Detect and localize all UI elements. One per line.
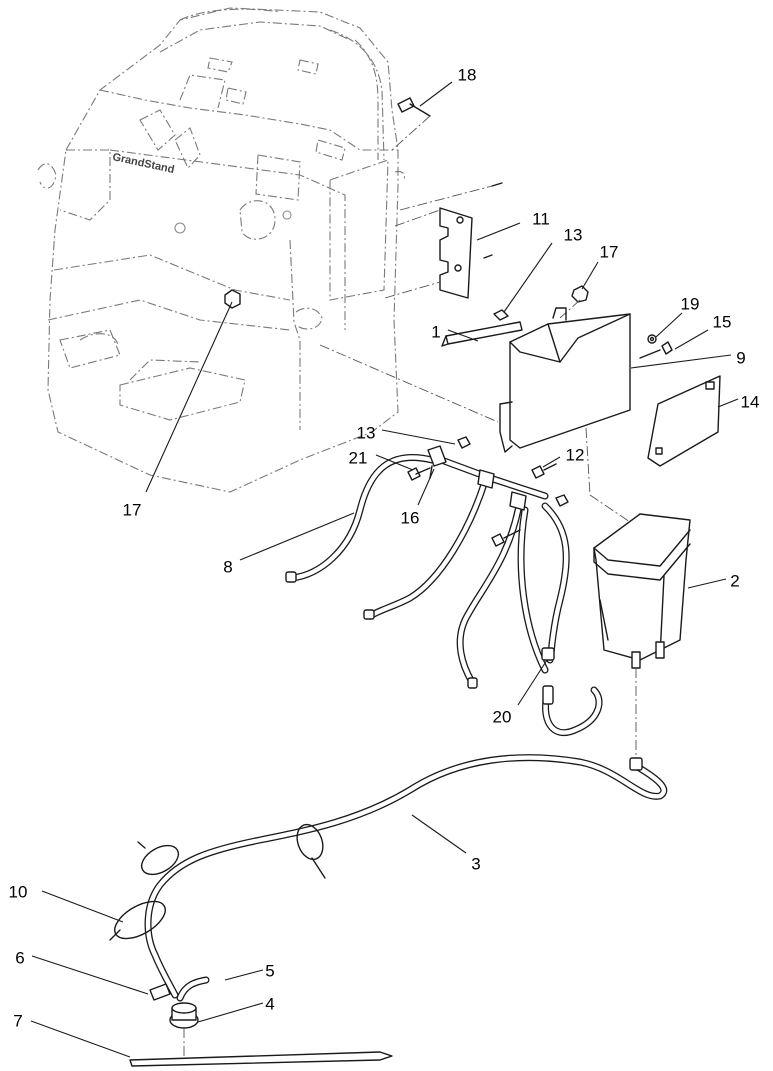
part-15-bolt bbox=[639, 341, 673, 359]
callout-leader-8 bbox=[239, 512, 355, 561]
callout-label-3: 3 bbox=[471, 854, 480, 873]
callout-leader-6 bbox=[31, 955, 149, 995]
part-19-washer bbox=[647, 334, 657, 344]
callout-leader-5 bbox=[224, 969, 264, 981]
callout-leader-14 bbox=[717, 398, 739, 408]
callout-label-7: 7 bbox=[13, 1011, 22, 1030]
callout-leader-17 bbox=[581, 261, 599, 290]
callout-leader-7 bbox=[30, 1020, 131, 1058]
callout-leader-10 bbox=[41, 890, 124, 923]
callout-leader-3 bbox=[411, 814, 467, 854]
callout-label-13: 13 bbox=[564, 225, 583, 244]
part-12-bolt bbox=[491, 463, 557, 547]
callout-leader-11 bbox=[476, 222, 521, 241]
callout-layer: 18 11 13 17 1 19 159 14 17 13 21 12 16 8 2 20 3 10 6 5 4 7 bbox=[9, 65, 760, 1058]
callout-label-16: 16 bbox=[401, 508, 420, 527]
callout-label-19: 19 bbox=[681, 294, 700, 313]
callout-label-11: 11 bbox=[532, 209, 550, 228]
part-17-nut-upper bbox=[559, 285, 589, 319]
callout-leader-13 bbox=[503, 242, 553, 313]
part-5-elbow bbox=[176, 976, 210, 1002]
callout-label-15: 15 bbox=[713, 312, 732, 331]
part-20-hose-connector bbox=[541, 647, 603, 736]
callout-label-21: 21 bbox=[349, 448, 368, 467]
callout-leader-16 bbox=[417, 468, 435, 506]
callout-label-9: 9 bbox=[736, 348, 745, 367]
part-13-nut-upper bbox=[493, 309, 509, 321]
callout-leader-21 bbox=[375, 454, 414, 471]
callout-label-2: 2 bbox=[730, 571, 739, 590]
callout-label-5: 5 bbox=[265, 961, 274, 980]
callout-leader-1 bbox=[447, 329, 479, 342]
callout-label-13: 13 bbox=[357, 423, 376, 442]
callout-leader-13 bbox=[381, 429, 456, 445]
callout-label-17: 17 bbox=[600, 242, 619, 261]
part-1-strap bbox=[441, 321, 523, 347]
part-4-rollover-valve bbox=[169, 1002, 199, 1058]
callout-label-12: 12 bbox=[566, 445, 585, 464]
part-9-canister-bracket bbox=[499, 307, 631, 453]
callout-leader-17 bbox=[145, 301, 233, 493]
callout-leader-20 bbox=[517, 659, 548, 706]
part-18-bolt bbox=[391, 97, 431, 151]
part-17-nut-lower bbox=[224, 289, 241, 309]
part-14-decal bbox=[647, 375, 721, 467]
part-2-charcoal-canister bbox=[593, 513, 691, 760]
brand-logo-text: GrandStand bbox=[111, 151, 175, 176]
callout-label-6: 6 bbox=[15, 948, 24, 967]
callout-label-10: 10 bbox=[9, 882, 28, 901]
part-13-nut-lower bbox=[457, 436, 569, 507]
part-21-bolt bbox=[407, 467, 431, 481]
part-3-vent-hose bbox=[144, 754, 668, 999]
callout-leader-4 bbox=[197, 1002, 264, 1023]
callout-label-4: 4 bbox=[265, 994, 274, 1013]
callout-leader-15 bbox=[674, 329, 709, 350]
callout-leader-19 bbox=[655, 312, 683, 338]
callout-label-20: 20 bbox=[493, 707, 512, 726]
machine-frame-phantom: GrandStand bbox=[37, 7, 406, 493]
callout-label-1: 1 bbox=[431, 322, 440, 341]
part-10-cable-tie bbox=[109, 823, 326, 941]
part-6-fitting bbox=[149, 983, 171, 1001]
callout-label-8: 8 bbox=[223, 557, 232, 576]
callout-label-18: 18 bbox=[458, 65, 477, 84]
callout-leader-9 bbox=[630, 354, 732, 369]
callout-leader-12 bbox=[542, 456, 561, 468]
part-11-mounting-bracket bbox=[384, 182, 503, 299]
callout-leader-2 bbox=[687, 578, 727, 589]
part-16-clamp bbox=[427, 445, 447, 479]
callout-label-17: 17 bbox=[123, 500, 142, 519]
callout-leader-18 bbox=[419, 81, 453, 107]
part-8-vapor-hose bbox=[285, 453, 570, 689]
part-7-stake bbox=[129, 1051, 393, 1067]
callout-label-14: 14 bbox=[741, 392, 760, 411]
